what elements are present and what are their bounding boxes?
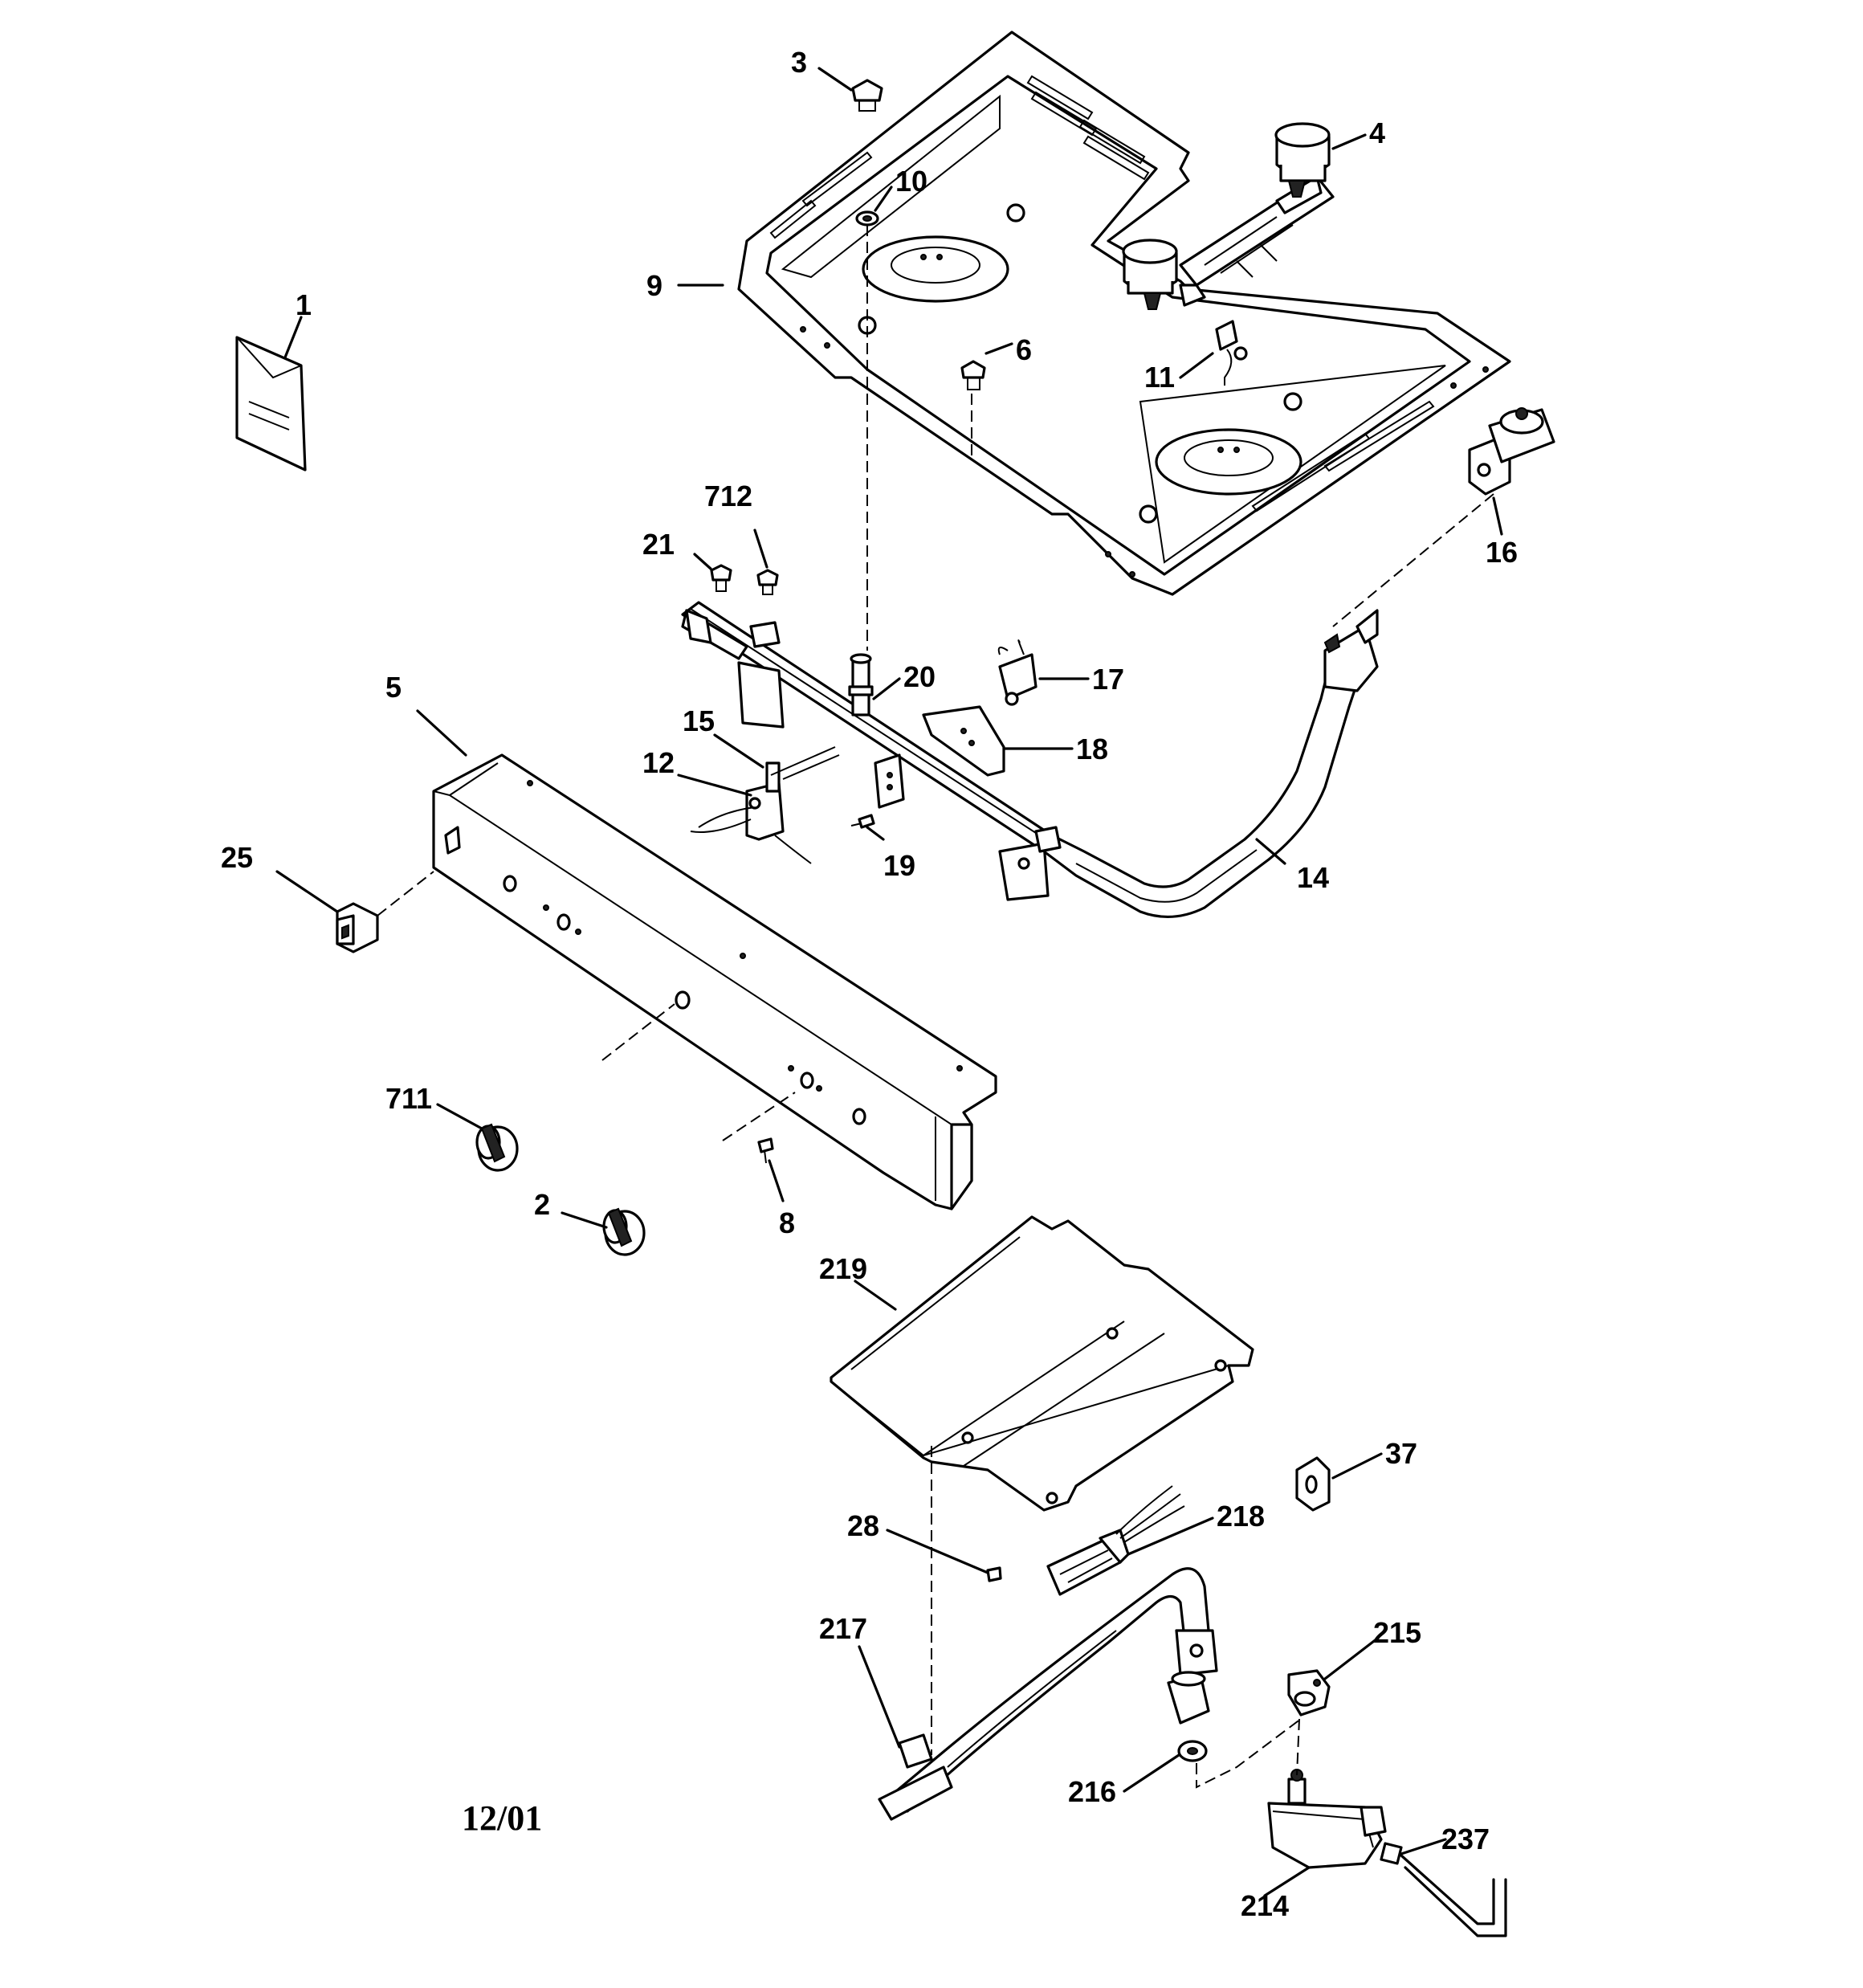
label-2: 2	[534, 1188, 550, 1221]
label-8: 8	[779, 1206, 795, 1239]
pipe-bracket-mid	[874, 753, 905, 809]
dual-burner-assembly	[1122, 122, 1335, 310]
label-711: 711	[385, 1082, 432, 1115]
label-10: 10	[895, 165, 927, 198]
igniter-switch	[997, 639, 1037, 706]
pipe-bracket-right	[998, 826, 1062, 901]
mounting-clip-37	[1295, 1456, 1331, 1512]
label-16: 16	[1486, 536, 1518, 569]
screw-6	[960, 360, 986, 390]
burner-valve	[690, 746, 840, 864]
label-17: 17	[1092, 663, 1124, 696]
label-237: 237	[1441, 1823, 1490, 1855]
broiler-baffle-plate	[830, 1215, 1254, 1512]
grommet-10	[855, 210, 879, 227]
label-20: 20	[903, 660, 936, 693]
literature-envelope	[235, 336, 307, 471]
label-3: 3	[791, 46, 807, 79]
screw-712	[756, 569, 779, 595]
tray-holes	[800, 254, 1489, 578]
label-4: 4	[1369, 116, 1385, 149]
screw-8	[757, 1137, 774, 1164]
label-9: 9	[646, 269, 662, 302]
broil-safety-valve	[1267, 1769, 1387, 1869]
label-219: 219	[819, 1252, 867, 1285]
cooktop-burner-box	[737, 31, 1511, 596]
label-15: 15	[683, 704, 715, 737]
label-6: 6	[1016, 333, 1032, 366]
pipe-bracket-left	[681, 609, 785, 729]
manifold-panel	[432, 753, 997, 1210]
capillary-tube-237	[1380, 1842, 1507, 1937]
label-712: 712	[704, 480, 752, 512]
diagram-date: 12/01	[462, 1798, 542, 1838]
vent-slots	[769, 75, 1435, 512]
label-28: 28	[847, 1509, 879, 1542]
label-218: 218	[1217, 1500, 1265, 1533]
label-215: 215	[1373, 1616, 1421, 1649]
screw-28	[986, 1566, 1002, 1582]
label-18: 18	[1076, 733, 1108, 765]
label-14: 14	[1297, 861, 1329, 894]
pressure-regulator	[1468, 407, 1555, 496]
label-1: 1	[296, 288, 312, 321]
orifice-bracket-215	[1287, 1669, 1331, 1717]
orifice-spud	[848, 653, 874, 716]
screw-21	[710, 564, 732, 592]
electrode-clip	[1215, 320, 1248, 386]
label-12: 12	[642, 746, 675, 779]
label-217: 217	[819, 1612, 867, 1645]
leader-lines	[275, 67, 1503, 1897]
screw-3	[851, 79, 883, 112]
broil-burner-tube	[878, 1567, 1218, 1821]
control-knob-711	[475, 1123, 519, 1172]
label-19: 19	[883, 849, 915, 882]
label-25: 25	[221, 841, 253, 874]
label-11: 11	[1144, 361, 1175, 394]
switch-bracket-plate	[922, 705, 1005, 777]
orifice-holder	[1167, 1671, 1210, 1725]
label-37: 37	[1385, 1437, 1417, 1470]
rocker-switch	[336, 902, 379, 953]
gas-manifold-pipe	[681, 601, 1379, 918]
label-216: 216	[1068, 1775, 1116, 1808]
control-knob-2	[602, 1207, 646, 1256]
label-5: 5	[385, 671, 402, 704]
hex-nut-216	[1177, 1740, 1208, 1762]
alignment-lines	[377, 225, 1494, 1789]
screw-19	[850, 814, 875, 829]
label-214: 214	[1241, 1889, 1289, 1922]
broil-igniter	[1046, 1485, 1185, 1596]
label-21: 21	[642, 528, 675, 561]
